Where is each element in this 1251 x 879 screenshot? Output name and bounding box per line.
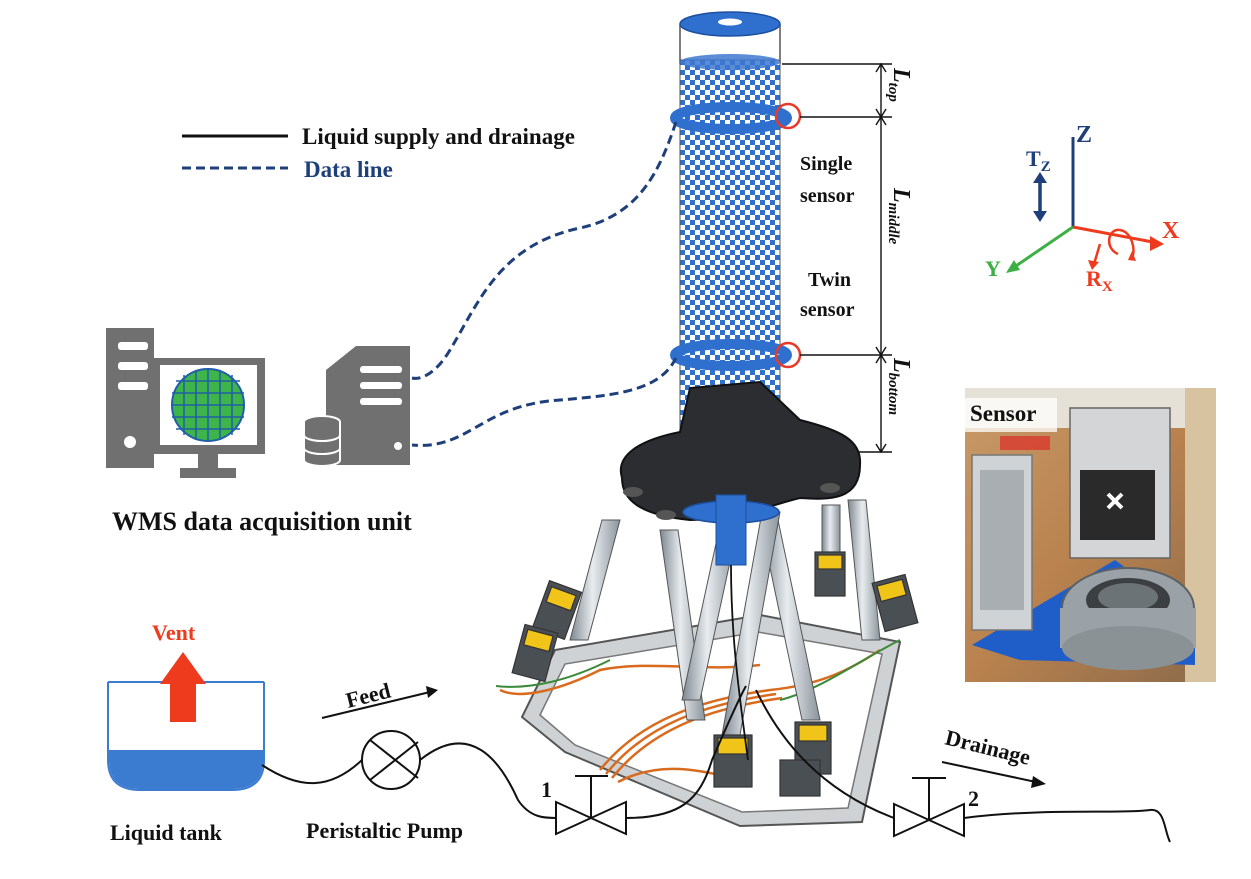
liquid-surface [680,54,780,70]
valve-1-label: 1 [541,777,552,802]
single-sensor-label-2: sensor [800,185,855,207]
liquid-tank-label: Liquid tank [110,820,223,845]
sensor-photo-label: Sensor [970,401,1036,426]
axis-z-label: Z [1076,122,1092,148]
supply-pipeline [261,685,1171,843]
data-lines [411,121,678,447]
twin-sensor-label-2: sensor [800,299,855,321]
server-icon [303,346,410,467]
dimension-lines [782,62,892,454]
computer-icon [106,328,265,478]
legend-solid-label: Liquid supply and drainage [302,124,575,149]
peristaltic-pump-label: Peristaltic Pump [306,818,463,843]
feed-label: Feed [343,678,393,713]
legend: Liquid supply and drainage Data line [182,124,575,182]
twin-sensor-band [670,339,792,371]
peristaltic-pump-icon [361,730,421,790]
pipe-top-hole [718,18,742,26]
axis-rx-label: RX [1086,266,1113,295]
dim-l-bottom: Lbottom [885,357,914,415]
axis-x-label: X [1162,218,1180,244]
single-sensor-label-1: Single [800,153,852,175]
drainage-label: Drainage [943,725,1033,770]
sensor-photo: Sensor [965,388,1216,682]
single-sensor-marker [774,102,802,130]
coordinate-axes: Z Y X RX TZ [985,122,1180,295]
liquid-tank [107,681,265,791]
drainage-arrow [941,761,1046,788]
vent-arrow-icon [160,652,206,722]
dim-l-middle: Lmiddle [885,187,914,245]
valve-2-icon [893,777,965,838]
axis-y-label: Y [985,256,1001,281]
dim-l-top: Ltop [885,67,914,102]
vent-label: Vent [152,620,196,645]
single-sensor-band [670,102,792,134]
legend-dashed-label: Data line [304,157,393,182]
valve-1-icon [555,775,627,836]
feed-arrow [321,686,438,719]
wms-unit-label: WMS data acquisition unit [112,507,412,536]
axis-tz-label: TZ [1026,146,1051,175]
twin-sensor-label-1: Twin [808,269,851,291]
valve-2-label: 2 [968,786,979,811]
hexapod-platform [495,380,919,828]
